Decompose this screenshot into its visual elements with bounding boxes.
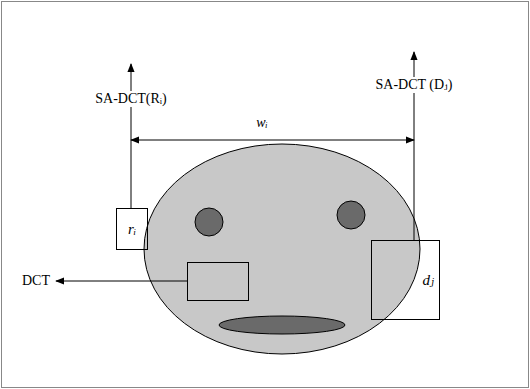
- dct-block: [188, 263, 249, 301]
- output-label: DCT: [22, 273, 50, 289]
- distance-label: wᵢ: [256, 115, 268, 131]
- mouth: [219, 316, 345, 334]
- output-label: SA-DCT (Dⱼ): [374, 77, 455, 93]
- region-label: rᵢ: [128, 221, 136, 238]
- right-eye: [337, 201, 365, 229]
- output-arrow: [56, 281, 187, 282]
- region-box: rᵢ: [116, 208, 148, 250]
- left-eye: [195, 208, 223, 236]
- output-arrow: [131, 64, 132, 208]
- region-box: dⱼ: [371, 240, 440, 320]
- face-ellipse: [144, 144, 420, 354]
- output-label: SA-DCT(Rᵢ): [93, 91, 169, 107]
- region-label: dⱼ: [423, 272, 434, 289]
- distance-arrow: [131, 140, 414, 141]
